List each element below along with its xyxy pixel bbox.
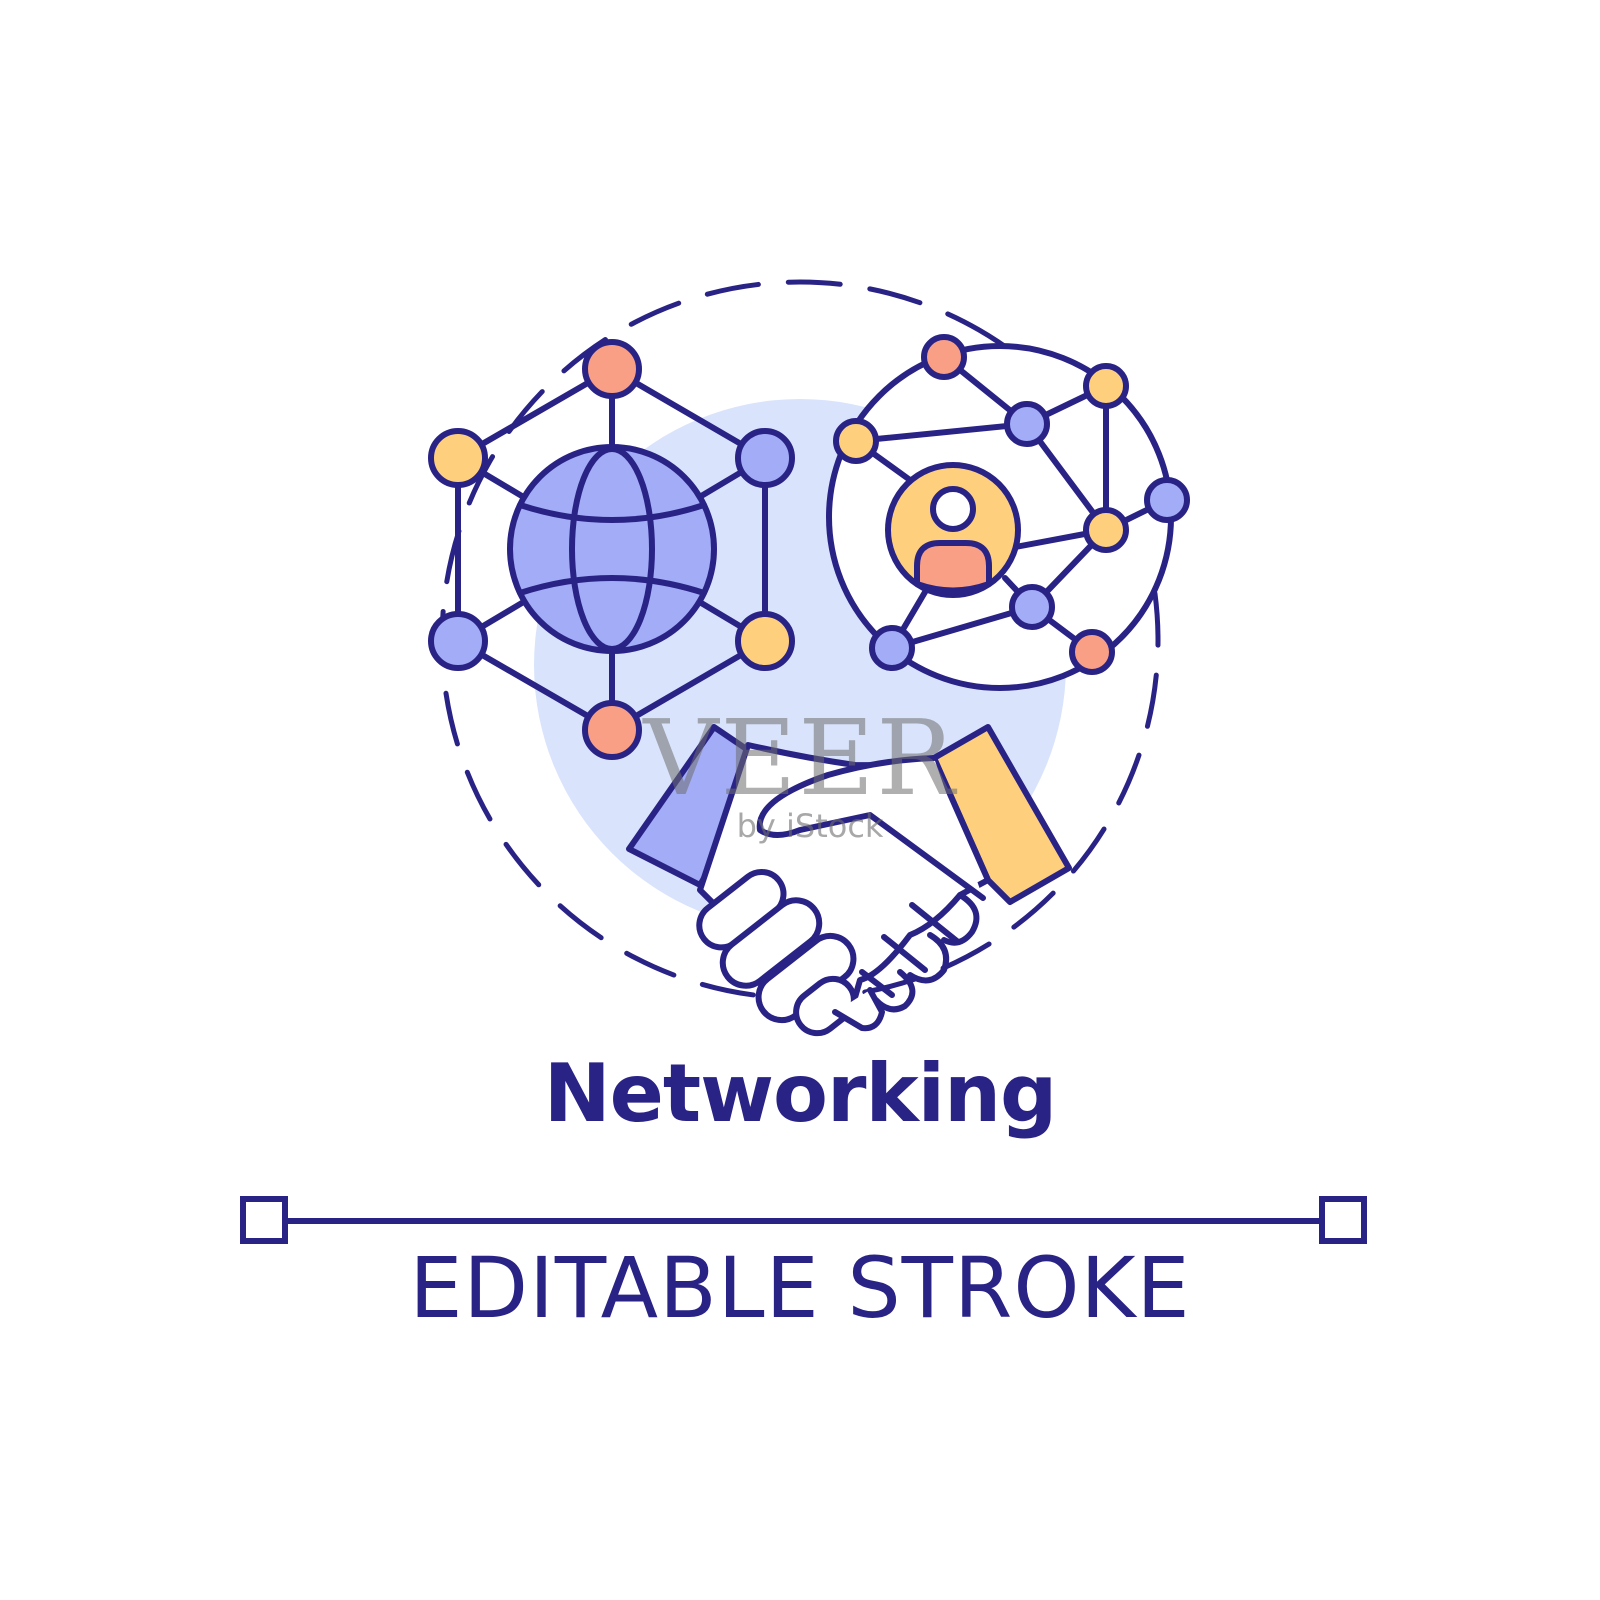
right-hand — [756, 755, 986, 901]
globe-icon — [507, 444, 717, 654]
node — [869, 625, 915, 671]
node-lower-left — [428, 611, 488, 671]
subtitle: EDITABLE STROKE — [409, 1239, 1191, 1337]
avatar-head — [930, 486, 976, 532]
social-network-icon — [826, 334, 1190, 691]
node-lower-right — [735, 611, 795, 671]
avatar-body — [914, 540, 992, 594]
divider-left-handle — [240, 1196, 288, 1244]
divider — [240, 1196, 1367, 1244]
node — [1004, 401, 1050, 447]
node — [1083, 507, 1129, 553]
watermark-byline: by iStock — [736, 807, 884, 845]
node — [1083, 363, 1129, 409]
watermark-logo: VEER — [643, 697, 957, 819]
node-upper-right — [735, 428, 795, 488]
globe-network-icon — [428, 339, 795, 760]
finger — [793, 975, 857, 1037]
node — [921, 334, 967, 380]
node — [1069, 629, 1115, 675]
node — [1009, 584, 1055, 630]
finger — [719, 897, 823, 989]
node-bottom — [582, 700, 642, 760]
page-title: Networking — [543, 1047, 1058, 1140]
node-upper-left — [428, 428, 488, 488]
node-top — [582, 339, 642, 399]
dashed-ring — [439, 279, 1161, 1001]
divider-right-handle — [1319, 1196, 1367, 1244]
node — [833, 418, 879, 464]
node — [1144, 477, 1190, 523]
handshake-icon — [626, 724, 1072, 1037]
